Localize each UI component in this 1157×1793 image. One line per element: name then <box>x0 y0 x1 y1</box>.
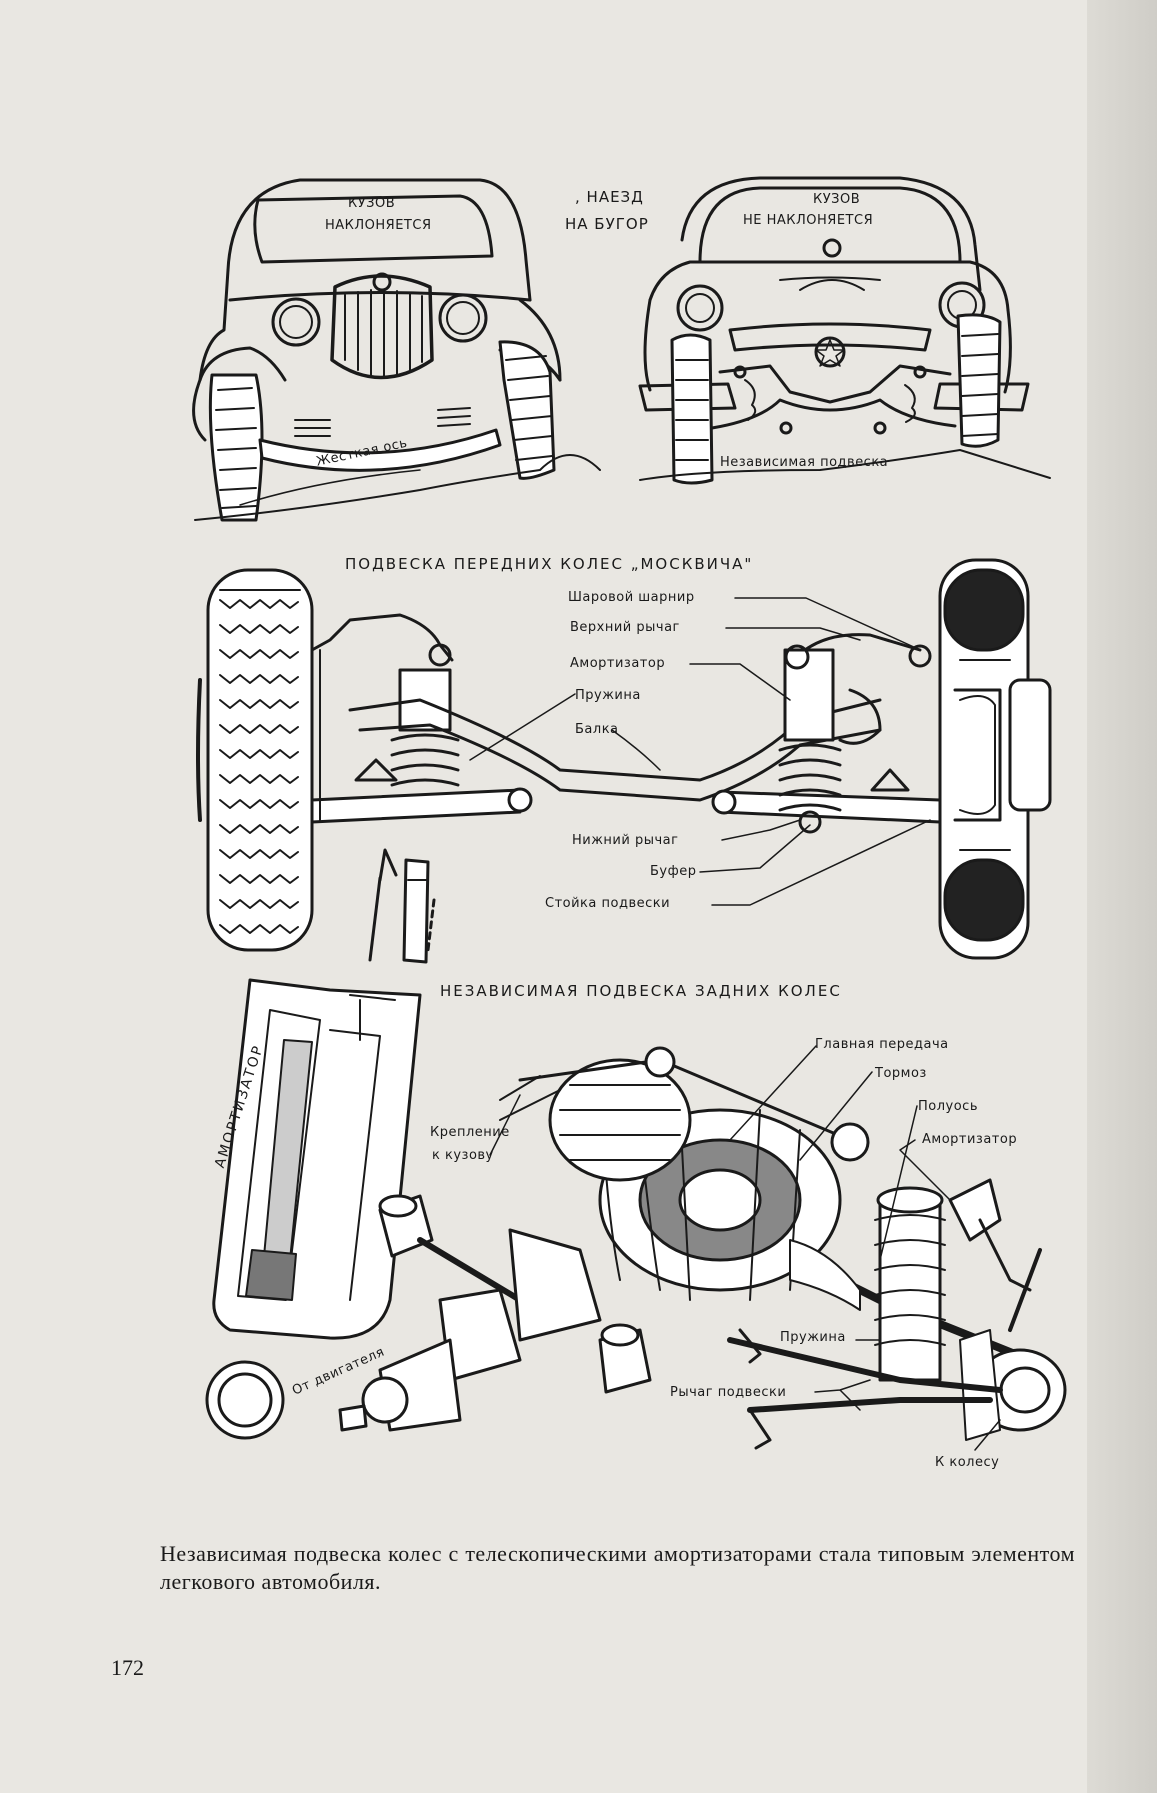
label-buffer: Буфер <box>650 864 697 879</box>
label-upper-arm: Верхний рычаг <box>570 620 680 635</box>
label-half-axle: Полуось <box>918 1099 978 1114</box>
front-suspension-title: ПОДВЕСКА ПЕРЕДНИХ КОЛЕС „МОСКВИЧА" <box>345 555 754 573</box>
label-rear-shock: Амортизатор <box>922 1132 1018 1147</box>
event-label-line1: , НАЕЗД <box>575 188 644 206</box>
label-mount-line1: Крепление <box>430 1125 510 1140</box>
car-rigid-axle <box>192 178 601 522</box>
front-leaders <box>469 597 931 906</box>
label-mount-line2: к кузову <box>432 1148 494 1163</box>
label-rear-spring: Пружина <box>780 1330 846 1345</box>
page-number: 172 <box>111 1655 144 1680</box>
figure-caption: Независимая подвеска колес с телескопиче… <box>160 1541 1075 1594</box>
label-strut: Стойка подвески <box>545 896 671 911</box>
label-shock-absorber: Амортизатор <box>570 656 666 671</box>
car-right-window-line2: НЕ НАКЛОНЯЕТСЯ <box>743 213 874 228</box>
rear-suspension-title: НЕЗАВИСИМАЯ ПОДВЕСКА ЗАДНИХ КОЛЕС <box>440 982 842 1000</box>
car-right-window-line1: КУЗОВ <box>813 192 861 207</box>
independent-suspension-label: Независимая подвеска <box>720 455 889 470</box>
page-edge <box>1087 0 1157 1793</box>
label-suspension-arm: Рычаг подвески <box>670 1385 787 1400</box>
front-suspension-drawing <box>196 558 1052 960</box>
event-label-line2: НА БУГОР <box>565 215 649 233</box>
car-independent <box>638 176 1051 485</box>
label-lower-arm: Нижний рычаг <box>572 833 679 848</box>
label-brake: Тормоз <box>875 1066 927 1081</box>
car-left-window-line2: НАКЛОНЯЕТСЯ <box>325 218 432 233</box>
rear-suspension-drawing <box>338 1046 1067 1450</box>
label-ball-joint: Шаровой шарнир <box>568 590 695 605</box>
rear-leaders <box>489 1045 1001 1451</box>
car-left-window-line1: КУЗОВ <box>348 196 396 211</box>
shock-absorber-drawing <box>205 848 436 1440</box>
label-beam: Балка <box>575 722 619 737</box>
label-main-gear: Главная передача <box>815 1037 949 1052</box>
label-to-wheel: К колесу <box>935 1455 1000 1470</box>
label-spring: Пружина <box>575 688 641 703</box>
